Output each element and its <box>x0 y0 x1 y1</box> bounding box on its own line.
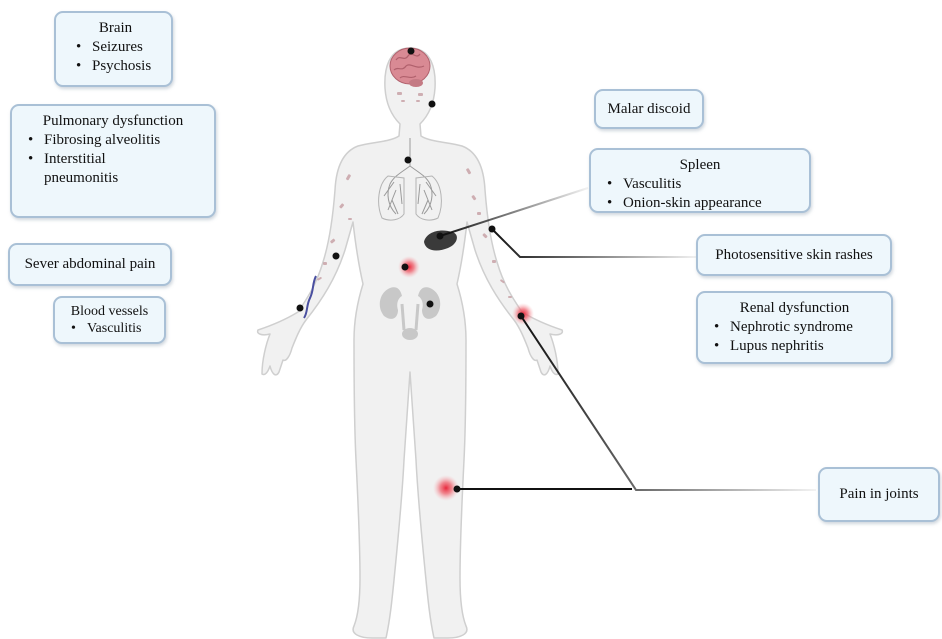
list-item: Fibrosing alveolitis <box>44 131 204 150</box>
pulmonary-title: Pulmonary dysfunction <box>22 112 204 131</box>
blood-vessels-list: Vasculitis <box>65 320 154 337</box>
list-item: Onion-skin appearance <box>623 194 799 213</box>
list-item: Psychosis <box>92 57 161 76</box>
blood-vessels-callout: Blood vessels Vasculitis <box>53 296 166 344</box>
blood-vessels-title: Blood vessels <box>65 303 154 320</box>
list-item: Vasculitis <box>87 320 154 337</box>
renal-title: Renal dysfunction <box>708 299 881 318</box>
brain-list: Seizures Psychosis <box>70 38 161 76</box>
skin-rashes-callout: Photosensitive skin rashes <box>696 234 892 276</box>
pulmonary-callout: Pulmonary dysfunction Fibrosing alveolit… <box>10 104 216 218</box>
joint-pain-callout: Pain in joints <box>818 467 940 522</box>
spleen-title: Spleen <box>601 156 799 175</box>
malar-discoid-title: Malar discoid <box>608 100 691 119</box>
renal-list: Nephrotic syndrome Lupus nephritis <box>708 318 881 356</box>
brain-title: Brain <box>70 19 161 38</box>
abdominal-pain-title: Sever abdominal pain <box>25 255 156 274</box>
skin-rashes-title: Photosensitive skin rashes <box>715 246 873 265</box>
spleen-list: Vasculitis Onion-skin appearance <box>601 175 799 213</box>
list-item: Lupus nephritis <box>730 337 881 356</box>
list-item: Interstitial pneumonitis <box>44 150 154 188</box>
abdominal-pain-callout: Sever abdominal pain <box>8 243 172 286</box>
list-item: Seizures <box>92 38 161 57</box>
brain-callout: Brain Seizures Psychosis <box>54 11 173 87</box>
renal-callout: Renal dysfunction Nephrotic syndrome Lup… <box>696 291 893 364</box>
list-item: Nephrotic syndrome <box>730 318 881 337</box>
spleen-callout: Spleen Vasculitis Onion-skin appearance <box>589 148 811 213</box>
pulmonary-list: Fibrosing alveolitis Interstitial pneumo… <box>22 131 204 188</box>
list-item: Vasculitis <box>623 175 799 194</box>
body-silhouette <box>258 48 563 638</box>
malar-discoid-callout: Malar discoid <box>594 89 704 129</box>
joint-pain-title: Pain in joints <box>839 485 918 504</box>
